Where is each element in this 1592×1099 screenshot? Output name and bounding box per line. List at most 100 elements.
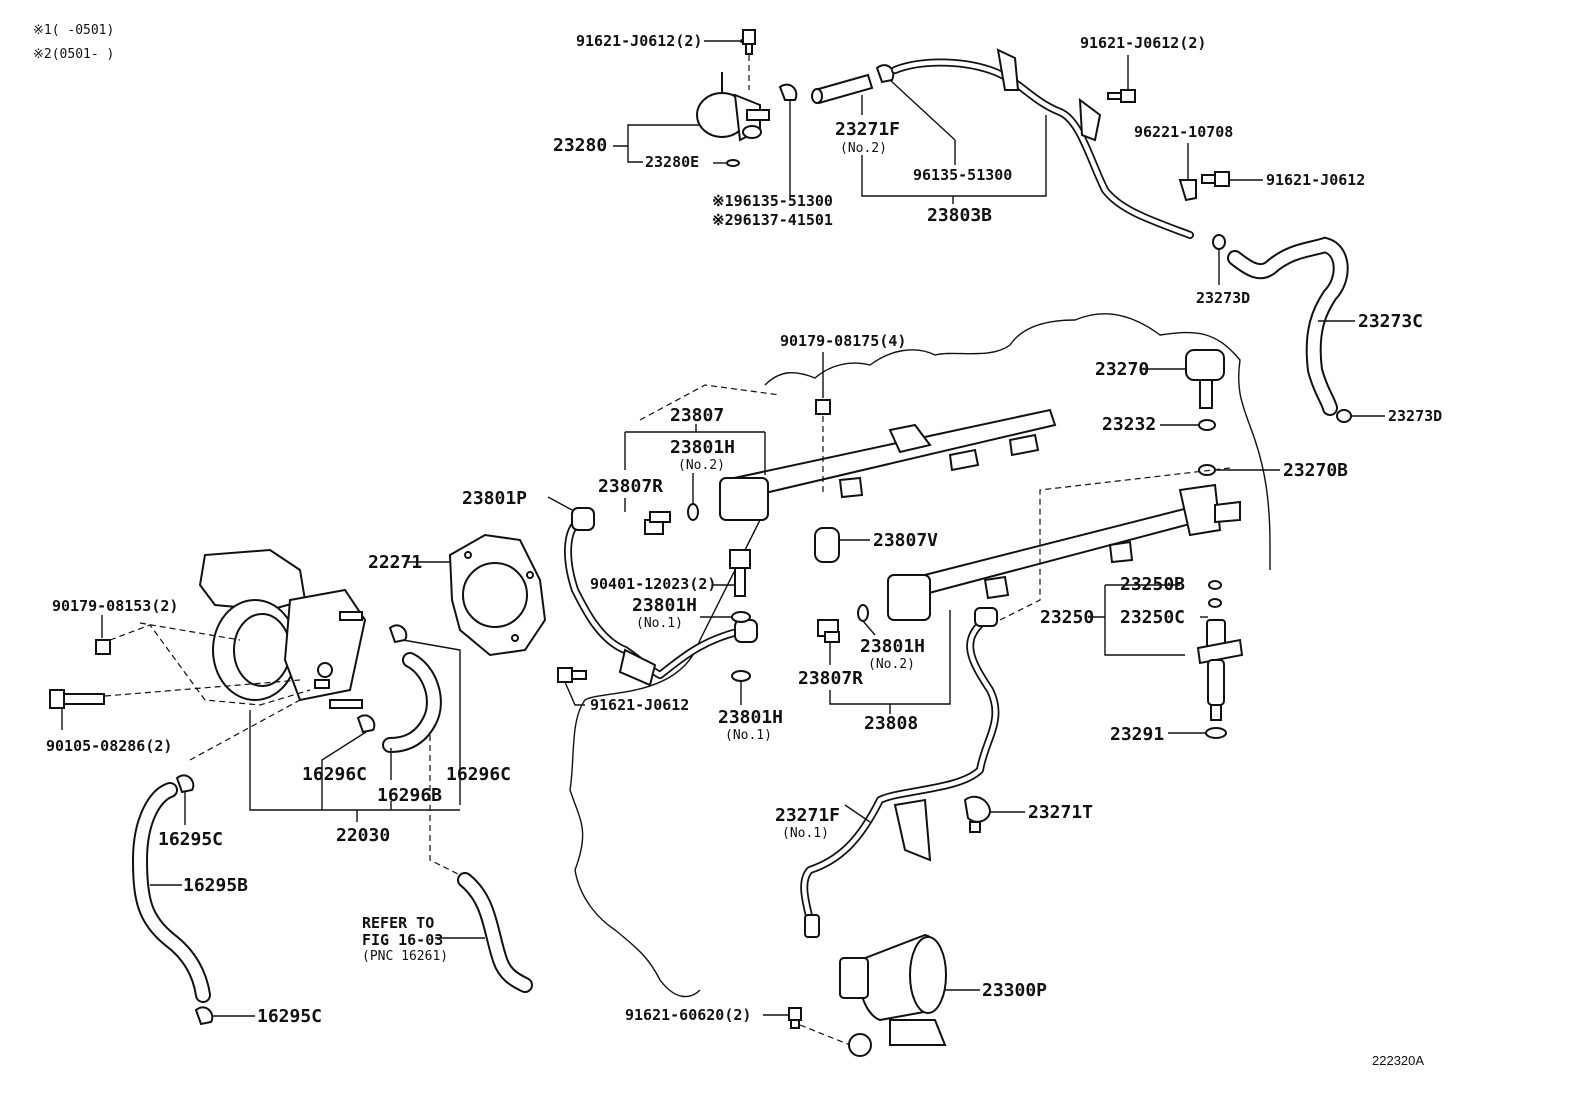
- bolt-90401-12023: [729, 549, 751, 597]
- label-23271t: 23271T: [1028, 802, 1093, 823]
- label-16295b: 16295B: [183, 875, 248, 896]
- label-96135-51300: 96135-51300: [913, 166, 1012, 184]
- label-no1-a: (No.1): [636, 616, 683, 631]
- label-16295c-a: 16295C: [158, 829, 223, 850]
- label-90401-12023: 90401-12023(2): [590, 575, 716, 593]
- label-23801h-c: 23801H: [860, 636, 925, 657]
- clip-23271t: [963, 795, 992, 833]
- gasket-23801h-no2-c: [857, 604, 869, 622]
- figure-id: 222320A: [1372, 1053, 1424, 1068]
- engine-outline: [569, 313, 1271, 998]
- label-23300p: 23300P: [982, 980, 1047, 1001]
- throttle-body: [198, 548, 367, 709]
- note-1: ※1( -0501): [33, 23, 114, 38]
- label-no2-c: (No.2): [868, 657, 915, 672]
- label-90179-08153: 90179-08153(2): [52, 597, 178, 615]
- label-23232: 23232: [1102, 414, 1156, 435]
- note-2: ※2(0501- ): [33, 47, 114, 62]
- o-ring-23232: [1198, 419, 1216, 431]
- label-pnc-16261: (PNC 16261): [362, 949, 448, 964]
- label-91621-j0612-2-top-left: 91621-J0612(2): [576, 32, 702, 50]
- bolt-91621-j0612-top: [742, 29, 756, 90]
- label-no1-b: (No.1): [725, 728, 772, 743]
- label-91621-j0612-right: 91621-J0612: [1266, 171, 1365, 189]
- label-no1-c: (No.1): [782, 826, 829, 841]
- fuel-hose-23271f-no2: [811, 73, 874, 105]
- label-23801h-a: 23801H: [670, 437, 735, 458]
- gasket-23801h-no2-a: [687, 503, 699, 521]
- label-16295c-b: 16295C: [257, 1006, 322, 1027]
- clamp-96221-10708: [1178, 179, 1197, 202]
- nut-90179-08175: [815, 399, 831, 415]
- label-23807r-b: 23807R: [798, 668, 863, 689]
- gasket-23801h-no1-a: [731, 611, 751, 623]
- pulsation-damper: [1185, 349, 1225, 409]
- hose-clip-23273d-bottom: [1336, 409, 1352, 423]
- label-23291: 23291: [1110, 724, 1164, 745]
- label-96135-51300-note1: ※196135-51300: [712, 192, 833, 210]
- label-23808: 23808: [864, 713, 918, 734]
- bolt-91621-j0612-right: [1201, 171, 1230, 187]
- plug-23807r-b: [817, 619, 840, 643]
- label-23270: 23270: [1095, 359, 1149, 380]
- label-refer-to: REFER TO: [362, 914, 434, 932]
- label-23280: 23280: [553, 135, 607, 156]
- hose-clip-left-top: [778, 83, 798, 195]
- label-23273d-top: 23273D: [1196, 289, 1250, 307]
- o-ring-23270b: [1198, 464, 1216, 476]
- label-16296c-a: 16296C: [302, 764, 367, 785]
- label-23273d-bottom: 23273D: [1388, 407, 1442, 425]
- fuel-hose-23271f-no1: [800, 607, 1000, 938]
- label-23807r-a: 23807R: [598, 476, 663, 497]
- fuel-delivery-pipe-23801p: [564, 507, 758, 687]
- label-23801h-b: 23801H: [632, 595, 697, 616]
- label-23270b: 23270B: [1283, 460, 1348, 481]
- fuel-filter-23300p: [839, 933, 947, 1057]
- bolt-91621-j0612-top-right: [1107, 89, 1136, 103]
- plug-23807r-a: [644, 511, 671, 535]
- label-16296b: 16296B: [377, 785, 442, 806]
- fuel-rail-rear: [719, 408, 1057, 521]
- bolt-91621-j0612-mid: [557, 667, 587, 683]
- hose-refer-fig-16-03: [457, 872, 533, 993]
- label-no2-a: (No.2): [840, 141, 887, 156]
- label-23271f-bottom: 23271F: [775, 805, 840, 826]
- spacer-23807v: [814, 527, 840, 563]
- throttle-body-gasket: [448, 533, 547, 657]
- label-23801p: 23801P: [462, 488, 527, 509]
- label-23801h-d: 23801H: [718, 707, 783, 728]
- label-23250c: 23250C: [1120, 607, 1185, 628]
- gasket-23801h-no1-b: [731, 670, 751, 682]
- label-23807: 23807: [670, 405, 724, 426]
- label-22271: 22271: [368, 552, 422, 573]
- bolt-90105-08286: [49, 689, 105, 709]
- label-23280e: 23280E: [645, 153, 699, 171]
- label-fig-16-03: FIG 16-03: [362, 931, 443, 949]
- hose-clip-top: [875, 64, 895, 84]
- nut-90179-08153: [95, 639, 111, 655]
- label-16296c-b: 16296C: [446, 764, 511, 785]
- o-ring-23250b: [1208, 580, 1222, 590]
- fuel-rail-front: [887, 483, 1241, 621]
- label-23271f-top: 23271F: [835, 119, 900, 140]
- water-hose-16295b: [131, 774, 214, 1026]
- fuel-injector-23250: [1196, 598, 1244, 721]
- label-96221-10708: 96221-10708: [1134, 123, 1233, 141]
- fuel-hose-23273c: [1227, 236, 1349, 416]
- fuel-return-pipe: [891, 48, 1194, 239]
- label-96137-41501-note2: ※296137-41501: [712, 211, 833, 229]
- bolt-91621-60620: [788, 1007, 802, 1029]
- label-23273c: 23273C: [1358, 311, 1423, 332]
- hose-clip-23273d-top: [1212, 234, 1226, 250]
- label-23807v: 23807V: [873, 530, 938, 551]
- label-23250: 23250: [1040, 607, 1094, 628]
- water-bypass-hose-16296b: [356, 624, 442, 753]
- label-22030: 22030: [336, 825, 390, 846]
- label-90179-08175: 90179-08175(4): [780, 332, 906, 350]
- o-ring-23280e: [726, 159, 740, 167]
- label-91621-j0612-2-top-right: 91621-J0612(2): [1080, 34, 1206, 52]
- insulator-23291: [1205, 727, 1227, 739]
- label-91621-60620: 91621-60620(2): [625, 1006, 751, 1024]
- label-91621-j0612-mid: 91621-J0612: [590, 696, 689, 714]
